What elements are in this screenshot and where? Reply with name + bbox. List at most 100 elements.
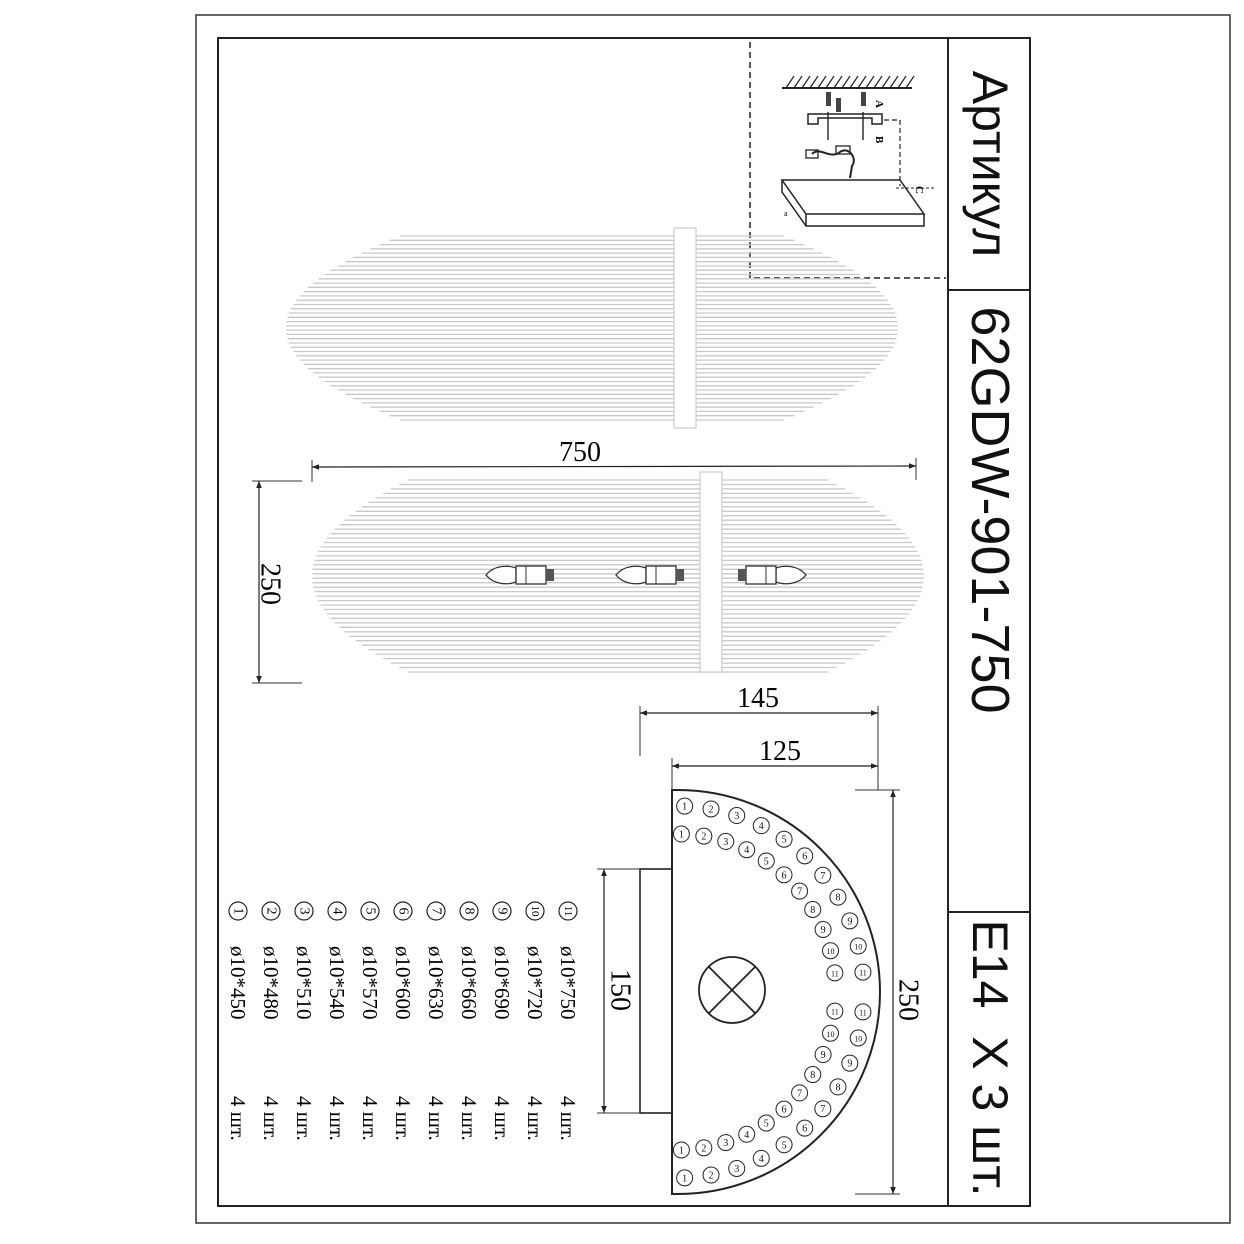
rod-number-marker: 4 xyxy=(752,817,770,835)
rod-number-badge: 8 xyxy=(459,901,479,921)
rod-qty: 4 шт. xyxy=(556,1096,580,1141)
rod-qty: 4 шт. xyxy=(292,1096,316,1141)
rod-number-marker: 1 xyxy=(672,825,690,843)
lamp-spec: E14 X 3 шт. xyxy=(962,919,1018,1196)
rod-qty: 4 шт. xyxy=(490,1096,514,1141)
rod-number-marker: 10 xyxy=(822,942,840,960)
svg-text:10: 10 xyxy=(854,943,862,952)
svg-text:7: 7 xyxy=(797,1088,802,1099)
rod-number-marker: 9 xyxy=(814,920,832,938)
side-view: 1122334455667788991010111111223344556677… xyxy=(639,789,881,1195)
rod-size: ø10*510 xyxy=(292,946,316,1020)
svg-text:1: 1 xyxy=(682,802,687,813)
svg-text:10: 10 xyxy=(827,1030,835,1039)
rod-number-marker: 9 xyxy=(841,912,859,930)
svg-text:4: 4 xyxy=(759,1154,764,1165)
svg-text:4: 4 xyxy=(744,845,749,856)
svg-text:11: 11 xyxy=(831,1008,839,1017)
svg-text:5: 5 xyxy=(782,1140,787,1151)
svg-text:1: 1 xyxy=(682,1173,687,1184)
rod-number-marker: 7 xyxy=(814,1100,832,1118)
dim-bracket-label: 150 xyxy=(605,969,636,1011)
rod-number-marker: 11 xyxy=(854,1003,872,1021)
rod-qty: 4 шт. xyxy=(325,1096,349,1141)
rod-number-badge: 10 xyxy=(525,901,545,921)
rod-number-badge: 1 xyxy=(228,901,248,921)
rod-number-marker: 7 xyxy=(814,866,832,884)
svg-text:6: 6 xyxy=(802,851,807,862)
rod-number-marker: 7 xyxy=(791,1084,809,1102)
svg-text:6: 6 xyxy=(782,1105,787,1116)
svg-text:9: 9 xyxy=(821,925,826,936)
dim-height: 250 xyxy=(252,480,302,684)
rod-number-marker: 11 xyxy=(826,964,844,982)
rod-number-marker: 4 xyxy=(752,1149,770,1167)
rod-qty: 4 шт. xyxy=(259,1096,283,1141)
rod-number-marker: 3 xyxy=(717,1134,735,1152)
svg-text:7: 7 xyxy=(797,887,802,898)
rod-number-marker: 2 xyxy=(702,800,720,818)
label-a: A xyxy=(873,100,885,108)
svg-text:4: 4 xyxy=(330,908,345,915)
rod-number-marker: 3 xyxy=(728,1159,746,1177)
rod-number-marker: 5 xyxy=(775,1136,793,1154)
svg-text:10: 10 xyxy=(529,906,541,918)
svg-text:2: 2 xyxy=(709,1171,714,1182)
rod-number-marker: 2 xyxy=(702,1166,720,1184)
rod-number-badge: 9 xyxy=(492,901,512,921)
rod-number-marker: 3 xyxy=(717,832,735,850)
rod-number-marker: 8 xyxy=(804,900,822,918)
top-mount-plate xyxy=(673,227,697,429)
rod-qty: 4 шт. xyxy=(457,1096,481,1141)
svg-text:11: 11 xyxy=(859,1008,867,1017)
lamp-socket-icon xyxy=(698,956,766,1024)
rod-number-marker: 2 xyxy=(695,1139,713,1157)
rod-number-marker: 8 xyxy=(804,1066,822,1084)
svg-text:1: 1 xyxy=(231,908,246,915)
svg-text:9: 9 xyxy=(821,1050,826,1061)
rod-number-marker: 10 xyxy=(849,937,867,955)
svg-text:8: 8 xyxy=(462,908,477,915)
rod-number-marker: 6 xyxy=(775,866,793,884)
rod-qty: 4 шт. xyxy=(424,1096,448,1141)
label-c: C xyxy=(913,186,925,194)
dim-depth-inner-label: 125 xyxy=(759,736,801,767)
rod-number-marker: 4 xyxy=(738,1125,756,1143)
svg-text:8: 8 xyxy=(835,893,840,904)
rod-number-marker: 8 xyxy=(829,1078,847,1096)
svg-text:7: 7 xyxy=(429,908,444,915)
dim-width: 750 xyxy=(311,437,917,482)
svg-text:3: 3 xyxy=(723,837,728,848)
wall-bracket xyxy=(639,868,673,1114)
rod-table-row: 9 ø10*690 4 шт. xyxy=(490,901,514,1141)
rod-table-row: 1 ø10*450 4 шт. xyxy=(226,901,250,1141)
rod-qty: 4 шт. xyxy=(226,1096,250,1141)
svg-text:3: 3 xyxy=(297,908,312,915)
dim-height-label: 250 xyxy=(255,563,286,605)
svg-text:6: 6 xyxy=(802,1124,807,1135)
bulb-icon xyxy=(738,565,807,585)
rod-number-marker: 3 xyxy=(728,807,746,825)
svg-text:5: 5 xyxy=(764,1119,769,1130)
rod-number-marker: 6 xyxy=(796,847,814,865)
svg-text:6: 6 xyxy=(782,870,787,881)
rod-number-marker: 11 xyxy=(826,1002,844,1020)
rod-size: ø10*690 xyxy=(490,946,514,1020)
rod-number-badge: 4 xyxy=(327,901,347,921)
dim-depth: 145 125 xyxy=(639,683,879,790)
rod-size: ø10*570 xyxy=(358,946,382,1020)
rod-number-marker: 10 xyxy=(822,1024,840,1042)
inner-frame xyxy=(217,37,1031,1207)
rod-number-badge: 6 xyxy=(393,901,413,921)
rod-number-marker: 11 xyxy=(854,963,872,981)
rod-table-row: 3 ø10*510 4 шт. xyxy=(292,901,316,1141)
svg-text:8: 8 xyxy=(810,1070,815,1081)
svg-text:1: 1 xyxy=(679,830,684,841)
rod-size: ø10*450 xyxy=(226,946,250,1020)
article-code: 62GDW-901-750 xyxy=(960,306,1020,713)
rod-number-marker: 1 xyxy=(676,1169,694,1187)
